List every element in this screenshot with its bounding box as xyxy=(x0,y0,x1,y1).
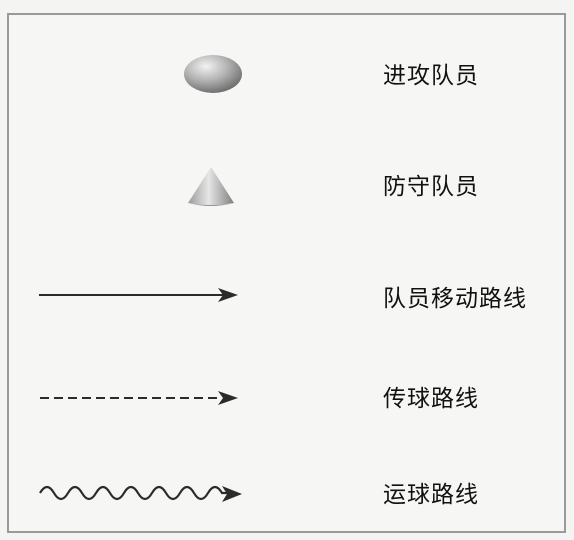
legend-label-pass: 传球路线 xyxy=(383,386,479,412)
legend-label-defender: 防守队员 xyxy=(383,174,479,200)
cone-icon xyxy=(188,167,234,206)
ellipse-icon xyxy=(184,55,242,93)
legend-label-movement: 队员移动路线 xyxy=(383,286,527,312)
solid-arrow-icon xyxy=(39,288,238,302)
legend-label-attacker: 进攻队员 xyxy=(383,63,479,89)
wavy-arrow-icon xyxy=(39,485,242,502)
legend-label-dribble: 运球路线 xyxy=(383,482,479,508)
legend-frame xyxy=(7,13,566,533)
dashed-arrow-icon xyxy=(40,391,238,405)
